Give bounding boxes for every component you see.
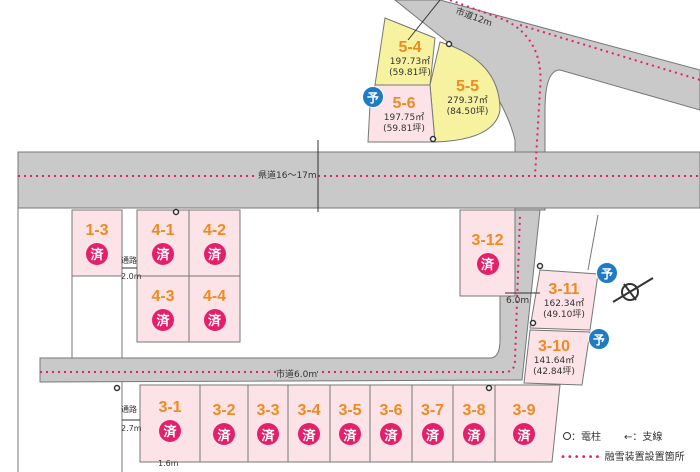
sold-badge: 済	[257, 423, 279, 445]
lot-4-3[interactable]: 4-3 済	[137, 276, 189, 342]
lot-5-5-shape	[429, 41, 501, 143]
lot-3-9[interactable]: 3-9 済	[495, 385, 553, 462]
lot-number: 1-3	[85, 221, 109, 239]
lot-area: 279.37㎡	[447, 96, 488, 106]
legend-pole-label: ：電柱	[571, 432, 601, 443]
lot-tsubo: (59.81坪)	[383, 124, 425, 134]
sold-badge: 済	[203, 308, 226, 331]
road-width-6m: 6.0m	[506, 296, 530, 306]
reserved-badge-5-6: 予	[362, 86, 384, 108]
lot-4-2[interactable]: 4-2 済	[189, 210, 240, 276]
lot-tsubo: (84.50坪)	[446, 107, 489, 117]
lot-3-2[interactable]: 3-2 済	[200, 385, 248, 462]
sold-badge: 済	[86, 242, 108, 265]
snow-melt-line-icon: ••••••	[560, 452, 602, 463]
lot-number: 3-4	[297, 402, 321, 419]
sold-badge: 済	[203, 242, 226, 265]
sold-badge: 済	[339, 423, 361, 445]
north-compass-icon	[612, 277, 654, 303]
snow-melt-lines	[18, 0, 700, 373]
lot-area: 197.73㎡	[389, 57, 431, 67]
lot-number: 3-3	[256, 402, 280, 419]
sold-badge: 済	[513, 423, 535, 445]
road-label-city-6m: 市道6.0m	[276, 367, 318, 380]
lot-number: 3-6	[379, 402, 403, 419]
lot-3-12[interactable]: 3-12 済	[460, 210, 515, 296]
lot-tsubo: (42.84坪)	[533, 367, 575, 377]
guy-wire-arrow-icon: ←	[624, 432, 633, 443]
road-prefectural	[17, 151, 700, 209]
lot-number: 4-1	[151, 221, 175, 239]
lot-number: 4-3	[151, 287, 175, 305]
sold-badge: 済	[159, 419, 181, 442]
lot-number: 3-12	[471, 231, 504, 249]
lot-area: 197.75㎡	[383, 113, 425, 123]
lot-3-1[interactable]: 3-1 済	[140, 385, 200, 455]
reserved-badge-3-11: 予	[596, 262, 618, 284]
bottom-width: 1.6m	[158, 459, 179, 468]
lot-tsubo: (59.81坪)	[389, 68, 431, 78]
sold-badge: 済	[152, 308, 174, 331]
legend-snow-melt: •••••• 融雪装置設置箇所	[560, 448, 685, 463]
legend-guy-wire-label: ：支線	[632, 432, 663, 443]
lot-number: 4-4	[202, 287, 227, 305]
lot-number: 4-2	[202, 221, 227, 239]
utility-pole-icons	[113, 40, 544, 392]
lot-3-8[interactable]: 3-8 済	[453, 385, 495, 462]
legend-pole: ：電柱	[563, 428, 601, 443]
lot-number: 3-7	[420, 402, 445, 419]
lot-3-4[interactable]: 3-4 済	[288, 385, 330, 462]
sold-badge: 済	[463, 423, 485, 445]
sold-badge: 済	[421, 423, 444, 445]
legend-guy-wire: ←：支線	[624, 428, 662, 443]
lot-3-5[interactable]: 3-5 済	[330, 385, 370, 462]
lot-number: 3-1	[158, 398, 182, 416]
sold-badge: 済	[152, 242, 174, 265]
passage-width-1: 2.0m	[121, 272, 142, 281]
lot-tsubo: (49.10坪)	[543, 310, 585, 320]
pole-icon	[563, 432, 571, 440]
lot-number: 3-10	[537, 338, 571, 355]
passage-width-2: 2.7m	[121, 424, 142, 433]
lot-area: 162.34㎡	[543, 299, 585, 309]
lot-3-3[interactable]: 3-3 済	[248, 385, 288, 462]
sold-badge: 済	[380, 423, 402, 445]
legend-snow-melt-label: 融雪装置設置箇所	[604, 452, 685, 463]
lot-3-7[interactable]: 3-7 済	[412, 385, 453, 462]
lot-number: 5-4	[398, 39, 422, 56]
lot-number: 3-8	[462, 402, 486, 419]
lot-number: 3-2	[212, 402, 236, 419]
lot-number: 5-6	[392, 95, 416, 112]
sold-badge: 済	[298, 423, 320, 445]
lot-number: 3-9	[512, 402, 536, 419]
sold-badge: 済	[476, 252, 499, 275]
sold-badge: 済	[213, 423, 235, 445]
road-city-6m	[39, 209, 541, 383]
reserved-badge-3-10: 予	[588, 328, 610, 350]
lot-4-1[interactable]: 4-1 済	[137, 210, 189, 276]
lot-number: 3-5	[338, 402, 362, 419]
lot-number: 5-5	[455, 78, 480, 95]
road-label-prefectural: 県道16～17m	[258, 168, 317, 181]
lot-3-6[interactable]: 3-6 済	[370, 385, 412, 462]
passage-label-1: 通路	[121, 256, 137, 265]
passage-label-2: 通路	[121, 405, 137, 414]
lot-4-4[interactable]: 4-4 済	[189, 276, 240, 342]
lot-1-3[interactable]: 1-3 済	[72, 210, 122, 276]
lot-number: 3-11	[548, 281, 580, 298]
lot-area: 141.64㎡	[533, 356, 575, 366]
